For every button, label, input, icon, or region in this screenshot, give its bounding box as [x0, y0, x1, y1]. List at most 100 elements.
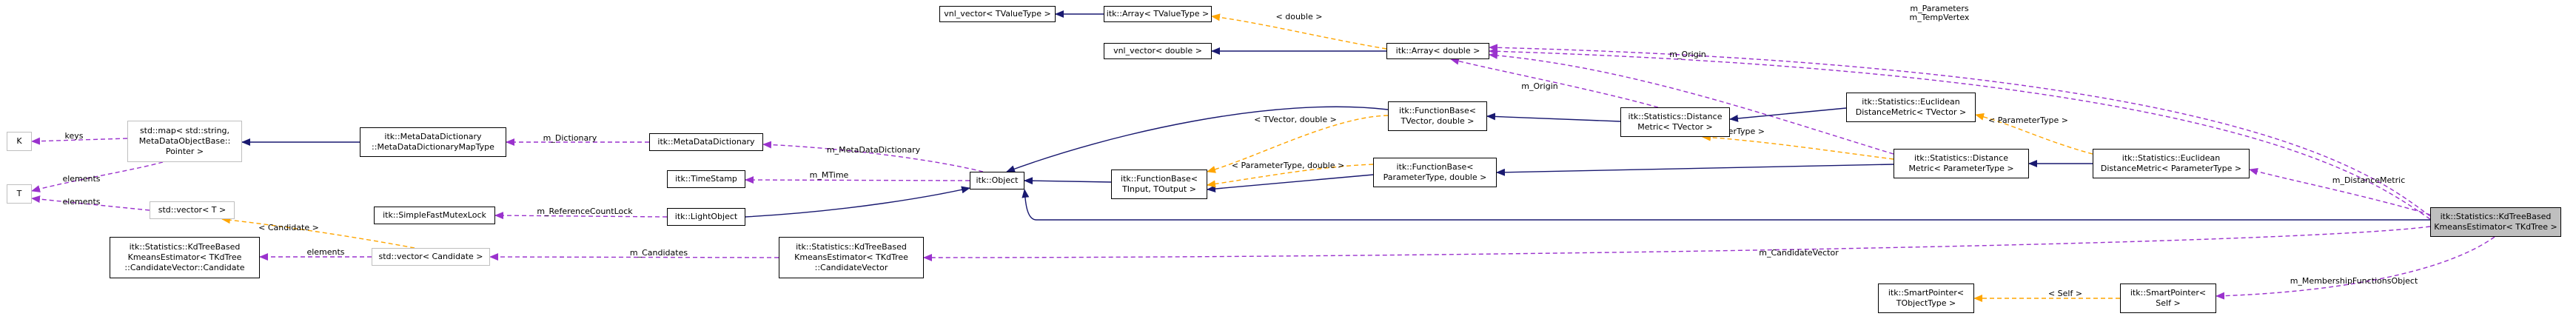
edge-label: m_CandidateVector	[1759, 248, 1839, 258]
edge-m-parameters	[1489, 44, 2431, 217]
edge-label: m_DistanceMetric	[2332, 175, 2406, 185]
edge-label: elements	[62, 174, 100, 184]
node-vnl-vector-tvaluetype[interactable]: vnl_vector< TValueType >	[939, 6, 1056, 22]
node-label-line: itk::SimpleFastMutexLock	[383, 210, 486, 220]
edge-label: m_Dictionary	[543, 133, 597, 143]
node-label-line: std::vector< Candidate >	[378, 252, 483, 261]
node-label-line: itk::Statistics::Distance	[1914, 153, 2008, 163]
node-label-line: MetaDataObjectBase::	[138, 136, 231, 146]
node-label-line: itk::Statistics::Distance	[1628, 112, 1723, 121]
node-label-line: ::MetaDataDictionaryMapType	[372, 142, 494, 152]
edge-m-membershipfunctionsobject	[2216, 236, 2495, 300]
edge-euclidean-template-param	[1975, 113, 2093, 155]
node-label-line: itk::FunctionBase<	[1121, 174, 1198, 184]
node-itk-metadatadictionary-mapType[interactable]: itk::MetaDataDictionary::MetaDataDiction…	[360, 127, 506, 157]
node-label-line: itk::MetaDataDictionary	[657, 137, 755, 147]
node-itk-object[interactable]: itk::Object	[970, 172, 1024, 189]
node-itk-timestamp[interactable]: itk::TimeStamp	[667, 170, 745, 188]
edge-label: m_MTime	[810, 170, 849, 180]
node-itk-array-tvaluetype[interactable]: itk::Array< TValueType >	[1104, 6, 1212, 22]
node-label-line: itk::Statistics::Euclidean	[1862, 97, 1960, 107]
node-itk-smartpointer-self[interactable]: itk::SmartPointer<Self >	[2120, 284, 2216, 313]
edge-m-origin-param	[1489, 51, 1894, 155]
edge-label: m_Candidates	[630, 248, 688, 258]
node-label-line: itk::Statistics::Euclidean	[2121, 153, 2221, 163]
edge-functionbase-tinput-to-object	[1024, 177, 1112, 185]
edge-elements-std-vector-t	[31, 195, 150, 211]
node-label-line: Metric< TVector >	[1637, 122, 1713, 132]
edge-functionbase-template-tvector	[1207, 115, 1389, 173]
edge-array-template-double	[1211, 13, 1387, 50]
node-itk-smartpointer-tobjecttype[interactable]: itk::SmartPointer<TObjectType >	[1878, 284, 1974, 313]
edge-label: m_Origin	[1669, 50, 1705, 59]
edge-label: < double >	[1276, 12, 1323, 21]
node-label-line: std::vector< T >	[158, 205, 227, 215]
node-label-line: TVector, double >	[1401, 116, 1475, 126]
node-label-line: KmeansEstimator< TKdTree	[127, 252, 242, 262]
edge-label: m_Origin	[1521, 81, 1557, 91]
node-label-line: itk::Object	[976, 175, 1019, 185]
edge-label: elements	[306, 247, 344, 257]
node-label-line: itk::Statistics::KdTreeBased	[2440, 212, 2552, 221]
edge-label: < TVector, double >	[1254, 115, 1337, 124]
edge-label: m_ReferenceCountLock	[537, 207, 633, 216]
node-label-line: T	[16, 189, 22, 198]
node-label-line: ::CandidateVector	[814, 263, 888, 272]
edge-label: elements	[62, 197, 100, 207]
edge-label: keys	[65, 131, 84, 141]
node-itk-functionbase-parametertype-double[interactable]: itk::FunctionBase<ParameterType, double …	[1373, 158, 1497, 187]
node-itk-lightobject[interactable]: itk::LightObject	[667, 208, 745, 226]
node-std-vector-t[interactable]: std::vector< T >	[150, 201, 235, 219]
edge-m-metadatadictionary	[762, 141, 984, 172]
node-t[interactable]: T	[7, 184, 32, 204]
edge-m-candidatevector	[923, 226, 2431, 261]
node-label-line: vnl_vector< double >	[1113, 46, 1202, 56]
edge-lightobject-to-object	[745, 186, 970, 218]
edge-functionbase-param-to-functionbase-tinput	[1207, 174, 1374, 193]
node-label-line: KmeansEstimator< TKdTree >	[2434, 222, 2557, 232]
node-label-line: TObjectType >	[1896, 298, 1956, 308]
node-itk-simplefastmutexlock[interactable]: itk::SimpleFastMutexLock	[374, 207, 495, 224]
edge-m-mtime	[745, 176, 970, 184]
edge-label: < ParameterType >	[1988, 115, 2068, 125]
node-label-line: itk::FunctionBase<	[1396, 162, 1474, 172]
node-label-line: DistanceMetric< ParameterType >	[2100, 164, 2242, 173]
node-label-line: itk::TimeStamp	[675, 174, 737, 184]
node-itk-functionbase-tvector-double[interactable]: itk::FunctionBase<TVector, double >	[1388, 101, 1487, 131]
edge-m-origin-tvector	[1450, 57, 1659, 108]
node-label-line: itk::SmartPointer<	[1888, 288, 1965, 298]
edge-m-candidates	[489, 253, 779, 261]
node-label-line: Metric< ParameterType >	[1908, 164, 2014, 173]
edge-label: m_Parameters	[1910, 4, 1968, 13]
edge-distancemetric-to-functionbase-tvector	[1486, 113, 1621, 122]
node-std-map-string-metadataobjectbase-pointer[interactable]: std::map< std::string,MetaDataObjectBase…	[127, 121, 242, 162]
node-label-line: DistanceMetric< TVector >	[1855, 107, 1967, 117]
edge-functionbase-template-param	[1207, 164, 1374, 188]
node-label-line: itk::Array< TValueType >	[1106, 9, 1210, 19]
node-itk-metadatadictionary[interactable]: itk::MetaDataDictionary	[649, 133, 763, 151]
node-label-line: ParameterType, double >	[1383, 172, 1487, 182]
node-itk-array-double[interactable]: itk::Array< double >	[1386, 43, 1489, 59]
node-vnl-vector-double[interactable]: vnl_vector< double >	[1104, 43, 1212, 59]
edge-distancemetric-param-to-functionbase-param	[1496, 164, 1894, 176]
node-label-line: itk::FunctionBase<	[1399, 106, 1476, 115]
node-label-line: itk::Statistics::KdTreeBased	[796, 242, 907, 252]
node-itk-functionbase-tinput-toutput[interactable]: itk::FunctionBase<TInput, TOutput >	[1111, 170, 1207, 199]
edge-m-tempvertex	[1489, 47, 2431, 220]
node-k[interactable]: K	[7, 132, 32, 151]
node-std-vector-candidate[interactable]: std::vector< Candidate >	[372, 248, 490, 266]
edge-euclidean-to-distancemetric-tvector	[1729, 107, 1847, 122]
edge-keys	[31, 137, 128, 145]
node-label-line: K	[16, 136, 22, 146]
node-label-line: Pointer >	[165, 147, 204, 156]
edge-label: m_TempVertex	[1910, 13, 1970, 22]
node-label-line: itk::Array< double >	[1395, 46, 1480, 56]
